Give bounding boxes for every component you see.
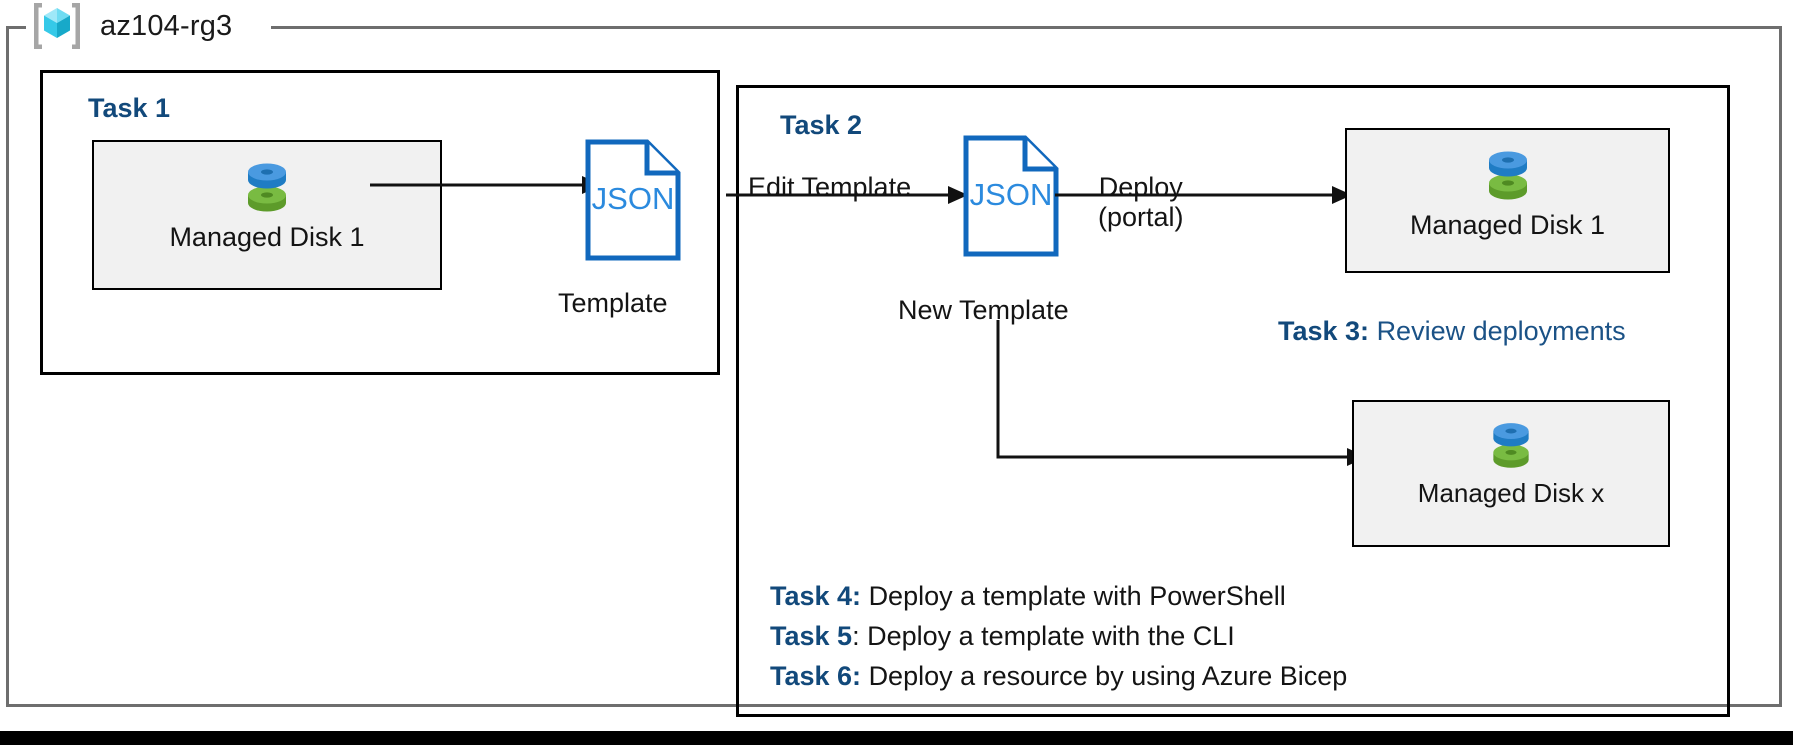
managed-disk-1-card-source: Managed Disk 1	[92, 140, 442, 290]
json-doc-text: JSON	[970, 177, 1053, 212]
container-border-top-right	[271, 26, 1782, 29]
arrow-edit-template	[726, 186, 968, 204]
json-doc-text: JSON	[592, 181, 675, 216]
container-border-bottom	[6, 704, 1782, 707]
managed-disk-icon	[248, 163, 286, 212]
task-3-note: Task 3: Review deployments	[1278, 318, 1626, 345]
deploy-label-line-2: (portal)	[1098, 202, 1184, 233]
managed-disk-x-card: Managed Disk x	[1352, 400, 1670, 547]
edit-template-label: Edit Template	[748, 172, 912, 202]
task-2-heading: Task 2	[780, 110, 863, 140]
arrow-new-template-to-disk-x	[996, 320, 1367, 466]
managed-disk-1-deployed-label: Managed Disk 1	[1409, 210, 1606, 240]
resource-group-name: az104-rg3	[100, 9, 233, 42]
container-border-right	[1779, 26, 1782, 707]
task-2-box	[736, 85, 1730, 717]
arrow-disk-to-template	[370, 176, 602, 194]
managed-disk-icon	[1493, 423, 1529, 468]
resource-group-container	[6, 26, 1782, 707]
task-5-colon: :	[852, 621, 860, 651]
task-5-note: Task 5: Deploy a template with the CLI	[770, 623, 1235, 650]
deploy-portal-label: Deploy (portal)	[1098, 172, 1184, 232]
task-6-note: Task 6: Deploy a resource by using Azure…	[770, 663, 1347, 690]
managed-disk-1-card-deployed: Managed Disk 1	[1345, 128, 1670, 273]
managed-disk-1-label: Managed Disk 1	[169, 222, 365, 252]
task-1-heading: Task 1	[88, 93, 171, 123]
container-border-top-left	[6, 26, 26, 29]
task-3-description: Review deployments	[1376, 316, 1626, 346]
task-6-tag: Task 6:	[770, 661, 862, 691]
arrow-deploy-portal	[1055, 186, 1352, 204]
json-new-template-icon: JSON	[963, 135, 1059, 257]
new-template-caption: New Template	[898, 295, 1069, 325]
task-1-box	[40, 70, 720, 375]
bottom-bar	[0, 731, 1793, 745]
resource-group-header: az104-rg3	[28, 0, 232, 52]
task-4-note: Task 4: Deploy a template with PowerShel…	[770, 583, 1286, 610]
template-caption: Template	[558, 288, 668, 318]
azure-resource-group-cube-icon	[34, 3, 80, 49]
task-6-description: Deploy a resource by using Azure Bicep	[868, 661, 1348, 691]
task-5-tag: Task 5	[770, 621, 853, 651]
managed-disk-x-label: Managed Disk x	[1417, 478, 1605, 508]
task-4-tag: Task 4:	[770, 581, 862, 611]
container-border-left	[6, 26, 9, 707]
task-3-tag: Task 3:	[1278, 316, 1370, 346]
json-template-icon: JSON	[585, 139, 681, 261]
task-4-description: Deploy a template with PowerShell	[868, 581, 1286, 611]
managed-disk-icon	[1488, 151, 1527, 200]
deploy-label-line-1: Deploy	[1098, 172, 1183, 202]
task-5-description: Deploy a template with the CLI	[867, 621, 1235, 651]
